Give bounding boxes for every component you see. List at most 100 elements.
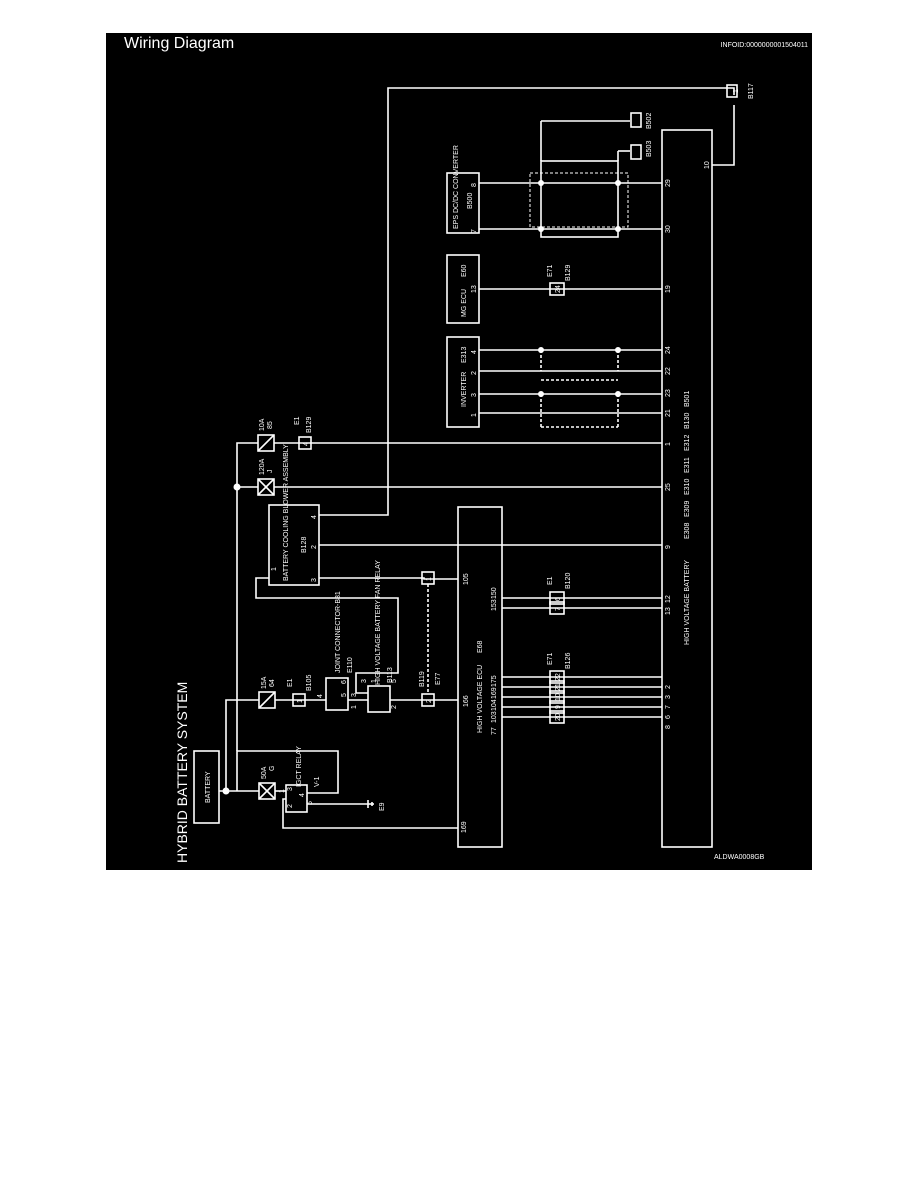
inline-20: 20 <box>555 713 562 721</box>
bat-pin-24: 24 <box>665 346 672 354</box>
battery-box <box>193 750 220 824</box>
bat-pin-25: 25 <box>665 483 672 491</box>
fuse-10a-rating: 10A <box>259 418 266 431</box>
fuse-120a-rating: 120A <box>259 458 266 475</box>
relay-pin-1: 1 <box>371 679 378 683</box>
ground-e9: E9 <box>379 802 386 811</box>
hv-pin-77: 77 <box>491 727 498 735</box>
bat-pin-22: 22 <box>665 367 672 375</box>
eps-conn: B500 <box>467 193 474 209</box>
ground-b117-pin: 1 <box>733 89 740 93</box>
conn-b105: B105 <box>306 675 313 691</box>
conn-b129-mg: B129 <box>565 265 572 281</box>
eps-label: EPS DC/DC CONVERTER <box>453 145 460 229</box>
bat-pin-9: 9 <box>665 545 672 549</box>
conn-b129-top: B129 <box>306 417 313 433</box>
joint-box <box>325 677 349 711</box>
inline-10: 10 <box>555 693 562 701</box>
conn-b126: B126 <box>565 653 572 669</box>
igct-conn: V-1 <box>314 776 321 787</box>
joint-pin-4: 4 <box>317 694 324 698</box>
inv-pin-4: 4 <box>471 350 478 354</box>
hv-battery-conn-1: E308 <box>684 523 691 539</box>
joint-pin-3: 3 <box>351 693 358 697</box>
ground-b503: B503 <box>646 141 653 157</box>
fuse-50a-id: G <box>269 766 276 771</box>
bat-pin-30: 30 <box>665 225 672 233</box>
inv-pin-1: 1 <box>471 413 478 417</box>
inverter-conn: E313 <box>461 347 468 363</box>
blower-pin-1: 1 <box>271 567 278 571</box>
hv-ecu-conn: E68 <box>477 640 484 653</box>
hv-pin-103: 103 <box>491 711 498 723</box>
ground-b117: B117 <box>748 83 755 99</box>
igct-pin-2: 2 <box>287 804 294 808</box>
wiring-diagram: HYBRID BATTERY SYSTEM BATTERY HIGH VOLTA… <box>174 83 765 863</box>
hv-pin-166: 166 <box>463 695 470 707</box>
inv-pin-3: 3 <box>471 393 478 397</box>
inline-24: 24 <box>555 285 562 293</box>
inline-1: 1 <box>297 699 304 703</box>
conn-b120: B120 <box>565 573 572 589</box>
fuse-15a-id: 64 <box>269 679 276 687</box>
inline-4: 4 <box>303 442 310 446</box>
conn-e1b: E1 <box>547 576 554 585</box>
image-code: ALDWA0008GB <box>714 854 765 861</box>
info-id: INFOID:0000000001504011 <box>720 42 808 49</box>
joint-label: JOINT CONNECTOR-B81 <box>335 591 342 673</box>
bat-pin-6: 6 <box>665 715 672 719</box>
inline-6: 6 <box>555 597 562 601</box>
mg-pin-13: 13 <box>471 285 478 293</box>
mg-ecu-conn: E60 <box>461 264 468 277</box>
bat-pin-13: 13 <box>665 607 672 615</box>
bat-pin-8: 8 <box>665 725 672 729</box>
inline-9: 9 <box>555 705 562 709</box>
eps-pin-7: 7 <box>471 229 478 233</box>
fuse-120a-id: J <box>267 470 274 474</box>
joint-pin-5: 5 <box>341 693 348 697</box>
conn-e1: E1 <box>287 678 294 687</box>
igct-pin-1: 1 <box>279 789 286 793</box>
igct-pin-4: 4 <box>299 793 306 797</box>
blower-pin-2: 2 <box>311 545 318 549</box>
blower-label: BATTERY COOLING BLOWER ASSEMBLY <box>283 444 290 581</box>
inv-pin-2: 2 <box>471 371 478 375</box>
fan-relay-label: HIGH VOLTAGE BATTERY FAN RELAY <box>375 560 382 685</box>
relay-pin-2: 2 <box>391 705 398 709</box>
hv-battery-conn-5: E312 <box>684 435 691 451</box>
bat-pin-2: 2 <box>665 685 672 689</box>
bat-pin-29: 29 <box>665 179 672 187</box>
fan-relay-conn: B113 <box>387 667 394 683</box>
hv-pin-104: 104 <box>491 699 498 711</box>
bat-pin-3: 3 <box>665 695 672 699</box>
blower-pin-4: 4 <box>311 515 318 519</box>
igct-label: IGCT RELAY <box>296 746 303 787</box>
fuse-50a-rating: 50A <box>261 766 268 779</box>
joint-conn: E110 <box>347 657 354 673</box>
eps-box <box>446 172 480 234</box>
conn-e71: E71 <box>547 652 554 665</box>
system-title: HYBRID BATTERY SYSTEM <box>174 682 190 863</box>
hv-battery-box <box>661 129 713 848</box>
inverter-box <box>446 336 480 428</box>
inline-21: 21 <box>555 683 562 691</box>
hv-battery-conn-3: E310 <box>684 479 691 495</box>
hv-pin-105: 105 <box>463 573 470 585</box>
mg-ecu-label: MG ECU <box>461 289 468 317</box>
hv-pin-169b: 169 <box>491 687 498 699</box>
blower-pin-3: 3 <box>311 578 318 582</box>
hv-ecu-label: HIGH VOLTAGE ECU <box>477 665 484 733</box>
bat-pin-23: 23 <box>665 389 672 397</box>
bat-pin-21: 21 <box>665 409 672 417</box>
bat-pin-10: 10 <box>704 161 711 169</box>
conn-e71-mg: E71 <box>547 264 554 277</box>
page-title: Wiring Diagram <box>124 35 235 52</box>
fan-relay-box <box>367 685 391 713</box>
inline-22: 22 <box>555 673 562 681</box>
relay-pin-5: 5 <box>391 679 398 683</box>
wiring-diagram-panel: Wiring Diagram INFOID:0000000001504011 <box>106 33 812 870</box>
igct-pin-3: 3 <box>287 787 294 791</box>
battery-label: BATTERY <box>205 771 212 803</box>
joint-pin-1: 1 <box>351 705 358 709</box>
fuse-10a-id: 85 <box>267 421 274 429</box>
